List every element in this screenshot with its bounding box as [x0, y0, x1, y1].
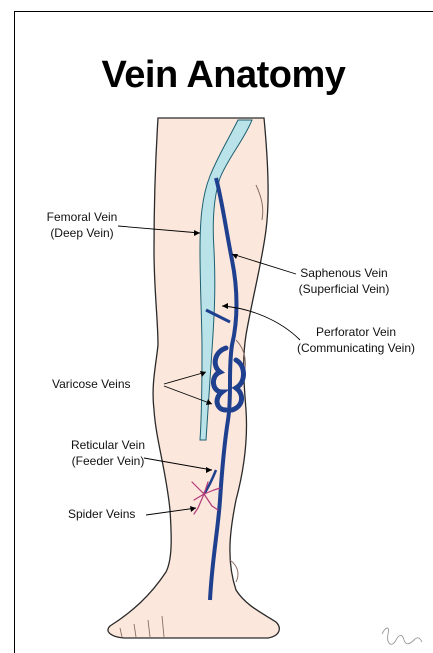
label-femoral-vein: Femoral Vein (Deep Vein)	[38, 209, 126, 241]
varicose-veins-name: Varicose Veins	[52, 376, 162, 392]
label-reticular-vein: Reticular Vein (Feeder Vein)	[60, 437, 156, 469]
perforator-vein-type: (Communicating Vein)	[287, 340, 425, 356]
label-spider-veins: Spider Veins	[68, 506, 148, 522]
reticular-vein-type: (Feeder Vein)	[60, 453, 156, 469]
perforator-vein-name: Perforator Vein	[287, 324, 425, 340]
label-varicose-veins: Varicose Veins	[52, 376, 162, 392]
label-perforator-vein: Perforator Vein (Communicating Vein)	[287, 324, 425, 356]
artist-signature	[382, 628, 422, 644]
femoral-vein-name: Femoral Vein	[38, 209, 126, 225]
saphenous-vein-type: (Superficial Vein)	[288, 281, 400, 297]
saphenous-vein-name: Saphenous Vein	[288, 265, 400, 281]
label-saphenous-vein: Saphenous Vein (Superficial Vein)	[288, 265, 400, 297]
spider-veins-name: Spider Veins	[68, 506, 148, 522]
femoral-vein-type: (Deep Vein)	[38, 225, 126, 241]
reticular-vein-name: Reticular Vein	[60, 437, 156, 453]
